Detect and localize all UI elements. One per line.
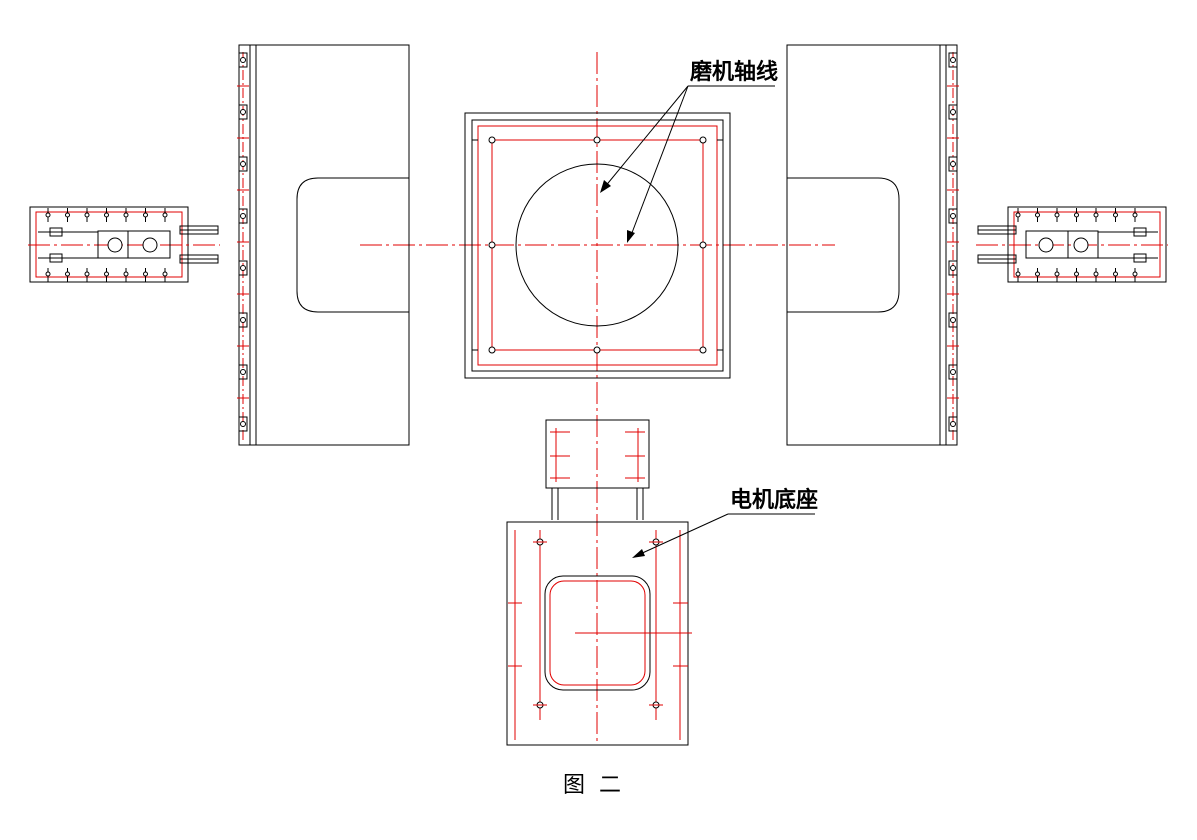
pin-hole — [1054, 212, 1060, 218]
pin-hole — [84, 212, 90, 218]
pin-hole — [1113, 271, 1118, 277]
bolt-hole — [240, 161, 246, 167]
bolt-hole — [699, 136, 707, 144]
bolt-hole — [488, 136, 496, 144]
bolt-hole — [240, 369, 246, 375]
pin-hole — [45, 212, 51, 218]
flange-lug — [238, 364, 248, 380]
pin-hole — [65, 271, 70, 277]
bolt-hole — [950, 57, 956, 63]
motor-base-label: 电机底座 — [730, 487, 818, 513]
pin-hole — [1015, 212, 1021, 218]
flange-lug — [948, 416, 958, 432]
bolt-hole — [950, 109, 956, 115]
pin-hole — [1132, 212, 1138, 218]
motor-base — [506, 521, 692, 746]
mill-axis-label: 磨机轴线 — [690, 59, 778, 85]
bolt-hole — [240, 213, 246, 219]
pin-hole — [1074, 212, 1079, 218]
reducer-block — [545, 419, 650, 520]
pin-hole — [1093, 212, 1099, 218]
left-mill-shell — [237, 44, 410, 446]
left-bracket — [28, 206, 220, 283]
flange-lug — [948, 104, 958, 120]
flange-lug — [948, 364, 958, 380]
housing-bolt-holes — [488, 136, 707, 354]
bolt-hole — [488, 241, 496, 249]
flange-lug — [948, 260, 958, 276]
right-flange-bolts — [947, 52, 959, 432]
flange-lug — [238, 104, 248, 120]
pin-hole — [123, 271, 129, 277]
bolt-hole — [240, 421, 246, 427]
bolt-hole — [950, 161, 956, 167]
bolt-hole — [593, 346, 601, 354]
pin-hole — [45, 271, 51, 277]
pin-hole — [143, 212, 148, 218]
pin-hole — [1015, 271, 1021, 277]
motor-base-callout: 电机底座 — [632, 487, 818, 558]
right-mill-shell — [786, 44, 959, 446]
pin-hole — [1093, 271, 1099, 277]
flange-lug — [948, 312, 958, 328]
arrowhead-icon — [600, 180, 611, 193]
flange-lug — [238, 260, 248, 276]
pin-hole — [1054, 271, 1060, 277]
right-bracket-pins — [1015, 208, 1138, 282]
pin-hole — [104, 212, 109, 218]
pin-hole — [1035, 271, 1040, 277]
bolt-hole — [699, 346, 707, 354]
pin-hole — [123, 212, 129, 218]
pin-hole — [162, 212, 168, 218]
flange-lug — [948, 156, 958, 172]
pin-hole — [162, 271, 168, 277]
flange-lug — [238, 52, 248, 68]
bolt-hole — [240, 265, 246, 271]
pin-hole — [1113, 212, 1118, 218]
pin-hole — [65, 212, 70, 218]
arrowhead-icon — [627, 230, 635, 243]
bolt-hole — [950, 213, 956, 219]
bolt-hole — [950, 317, 956, 323]
figure-caption: 图 二 — [563, 773, 621, 798]
pin-hole — [84, 271, 90, 277]
bolt-hole — [240, 317, 246, 323]
left-flange-bolts — [237, 52, 249, 432]
bolt-hole — [950, 265, 956, 271]
arrowhead-icon — [632, 549, 645, 558]
flange-lug — [238, 156, 248, 172]
bolt-hole — [593, 136, 601, 144]
flange-lug — [948, 208, 958, 224]
center-lines — [360, 52, 835, 745]
bolt-hole — [240, 109, 246, 115]
bolt-hole — [240, 57, 246, 63]
right-bracket — [976, 206, 1168, 283]
bolt-hole — [950, 421, 956, 427]
pin-hole — [143, 271, 148, 277]
pin-hole — [1035, 212, 1040, 218]
central-housing — [464, 112, 731, 379]
pin-hole — [1074, 271, 1079, 277]
flange-lug — [238, 312, 248, 328]
bolt-hole — [950, 369, 956, 375]
pin-hole — [1132, 271, 1138, 277]
pin-hole — [104, 271, 109, 277]
flange-lug — [238, 208, 248, 224]
bolt-hole — [488, 346, 496, 354]
bolt-hole — [699, 241, 707, 249]
flange-lug — [238, 416, 248, 432]
flange-lug — [948, 52, 958, 68]
mill-axis-callout: 磨机轴线 — [600, 59, 778, 243]
left-bracket-pins — [45, 208, 168, 282]
